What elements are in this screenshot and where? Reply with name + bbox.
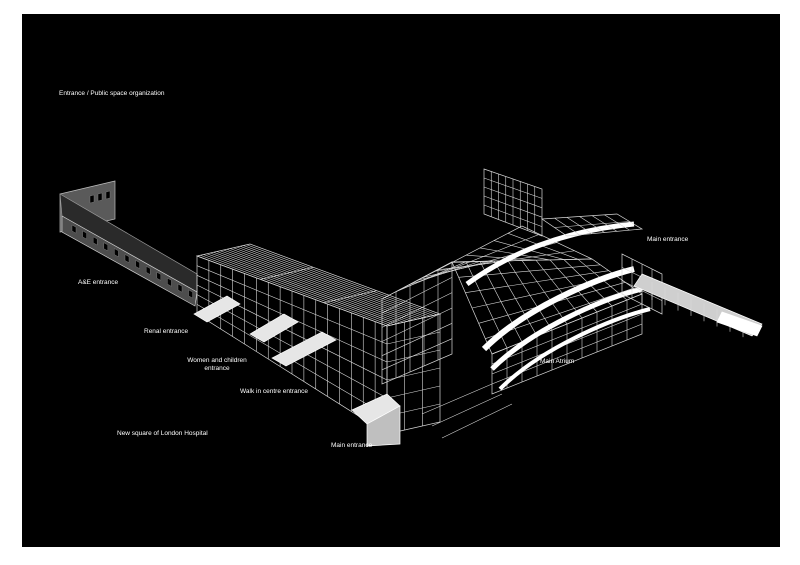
entrance-wing-roof-transom xyxy=(323,290,377,303)
upper-canopy-grid-transom xyxy=(483,204,543,227)
drawing-panel: Entrance / Public space organization A&E… xyxy=(22,14,780,547)
entrance-wing-roof-mullion xyxy=(236,246,427,318)
entrance-wing-roof-mullion xyxy=(233,247,424,319)
upper-canopy-grid xyxy=(483,168,543,237)
label-main-entrance-top: Main entrance xyxy=(647,236,689,243)
entrance-wing-end-transom xyxy=(386,385,441,399)
ground-line xyxy=(431,393,503,427)
label-walk-in-centre: Walk in centre entrance xyxy=(240,388,309,395)
ae-window xyxy=(177,283,183,293)
entrance-wing-roof-mullion xyxy=(239,245,431,317)
main-entrance-block xyxy=(366,405,401,447)
entrance-wing-roof-transom xyxy=(260,267,314,280)
entrance-wing-roof-mullion xyxy=(206,253,398,325)
gable-window xyxy=(89,194,95,204)
label-women-line-1: Women and children xyxy=(187,357,247,364)
ae-window xyxy=(82,230,87,240)
atrium-arch-rib xyxy=(498,307,651,391)
entrance-wing-roof-mullion xyxy=(213,251,404,323)
ae-window xyxy=(124,254,130,264)
gable-window xyxy=(97,192,103,202)
entrance-wing-end-transom xyxy=(386,331,441,345)
upper-canopy-grid-transom xyxy=(483,195,543,218)
entrance-wing-roof-mullion xyxy=(210,252,401,324)
entrance-wing-roof-mullion xyxy=(203,254,394,325)
atrium-side-transom xyxy=(491,303,643,365)
central-block-facade-transom xyxy=(381,277,453,314)
central-block-facade-transom xyxy=(381,323,453,356)
central-block-facade-transom xyxy=(381,307,453,342)
entrance-wing-roof-mullion xyxy=(226,248,417,320)
central-block-facade-transom xyxy=(381,338,453,371)
label-women-line-2: entrance xyxy=(204,365,230,372)
label-new-square: New square of London Hospital xyxy=(117,430,208,437)
bridge-tower-transom xyxy=(621,280,663,301)
ae-window xyxy=(188,289,193,299)
women-canopy xyxy=(271,331,337,367)
ae-window xyxy=(135,260,140,269)
upper-canopy-grid-transom xyxy=(483,186,543,209)
ae-window xyxy=(71,224,77,234)
central-block-facade-transom xyxy=(381,292,453,328)
ae-window xyxy=(167,277,172,287)
ground-line xyxy=(421,383,493,415)
entrance-wing-roof-mullion xyxy=(220,250,411,322)
ae-window xyxy=(92,236,98,246)
ae-long-wall xyxy=(61,215,198,307)
upper-roof-band-transom xyxy=(554,221,630,228)
entrance-wing-roof-mullion xyxy=(223,249,414,321)
ae-long-wall-top xyxy=(59,193,198,293)
ae-canopy xyxy=(193,295,241,323)
atrium-arch-rib xyxy=(481,266,635,352)
label-renal-entrance: Renal entrance xyxy=(144,328,189,335)
entrance-wing-facade-transom xyxy=(196,265,388,345)
label-ae-entrance: A&E entrance xyxy=(78,279,119,286)
ae-window xyxy=(103,242,109,252)
ae-window xyxy=(145,265,151,275)
building-axonometric xyxy=(59,168,763,447)
label-main-entrance-bottom: Main entrance xyxy=(331,442,373,449)
entrance-wing-roof-mullion xyxy=(230,248,421,319)
entrance-wing-roof-mullion xyxy=(216,251,407,322)
entrance-wing-roof-mullion xyxy=(246,244,437,316)
atrium-roof-transom xyxy=(465,270,609,293)
central-block-roof-transom xyxy=(399,233,540,291)
entrance-wing-roof-mullion xyxy=(243,245,434,316)
bridge-end-slab xyxy=(716,311,763,337)
label-women-children-entrance: Women and children entrance xyxy=(182,357,252,373)
label-main-atrium: Main Atrium xyxy=(540,358,575,365)
gable-window xyxy=(105,190,111,200)
ae-window xyxy=(156,271,162,281)
atrium-roof-arch xyxy=(465,221,635,287)
upper-canopy-grid-transom xyxy=(483,177,543,199)
entrance-wing-roof-mullion xyxy=(200,254,391,326)
ground-line xyxy=(441,403,513,439)
diagram-title: Entrance / Public space organization xyxy=(59,90,165,97)
ae-window xyxy=(114,248,119,258)
entrance-wing-facade-transom xyxy=(196,294,388,399)
renal-canopy xyxy=(249,313,299,343)
atrium-side xyxy=(491,293,643,395)
atrium-arch-rib xyxy=(490,286,643,371)
